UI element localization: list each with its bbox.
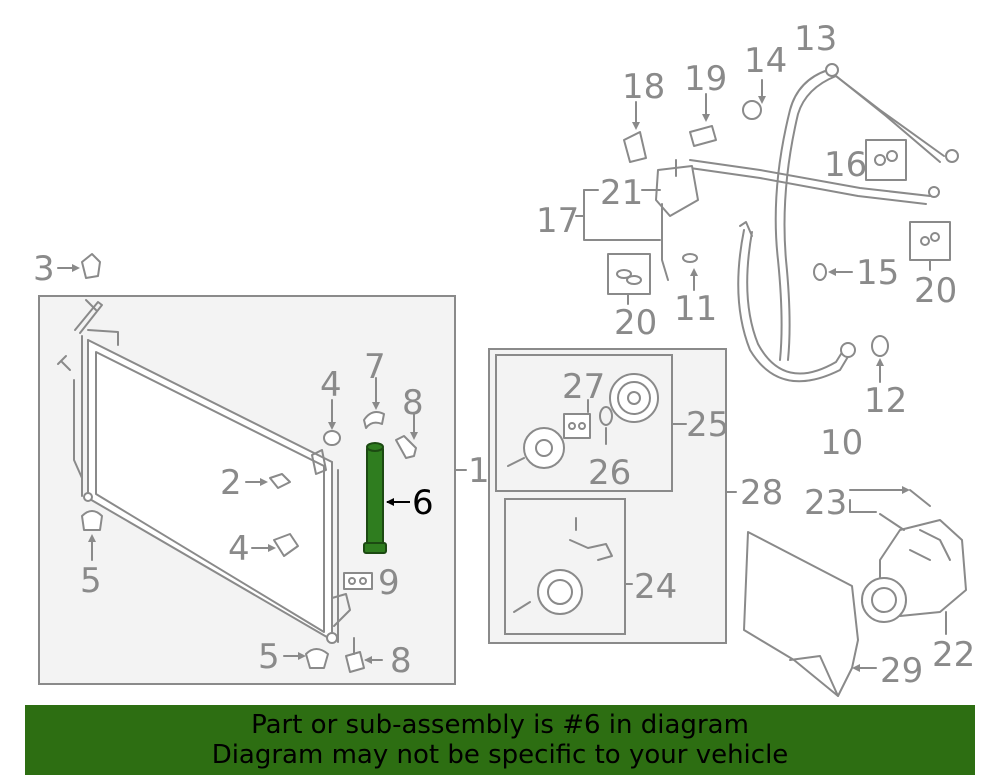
banner-line-1: Part or sub-assembly is #6 in diagram [251,710,749,740]
clip-part-18 [623,101,647,163]
callout-label-5-lower: 5 [258,637,280,677]
callout-label-8-upper: 8 [402,383,424,423]
callout-label-4-lower: 4 [228,529,250,569]
callout-label-23: 23 [804,483,847,523]
hose-assembly [655,63,959,383]
callout-label-9: 9 [378,563,400,603]
notice-banner: Part or sub-assembly is #6 in diagram Di… [25,705,975,775]
heat-shield-part-29 [743,531,877,697]
callout-label-13: 13 [794,19,837,59]
callout-label-1: 1 [468,451,490,491]
banner-line-2: Diagram may not be specific to your vehi… [211,740,789,770]
callout-label-29: 29 [880,651,923,691]
oring-part-11 [682,253,698,291]
snap-ring-26 [599,406,613,426]
callout-label-20-right: 20 [914,271,957,311]
bolt-part-8-upper [395,413,418,459]
valve-part-14 [742,79,766,120]
callout-label-11: 11 [674,289,717,329]
callout-label-21: 21 [600,173,643,213]
callout-label-4-upper: 4 [320,365,342,405]
nut-part-4-upper [323,399,341,446]
callout-label-15: 15 [856,253,899,293]
seal-part-9 [343,572,373,590]
bolt-part-2 [245,473,291,489]
callout-label-12: 12 [864,381,907,421]
bolt-part-8-lower [345,637,383,673]
callout-label-17: 17 [536,201,579,241]
oring-part-15 [813,263,853,281]
callout-label-10: 10 [820,423,863,463]
callout-label-18: 18 [622,67,665,107]
clip-part-19 [689,93,717,147]
oring-kit-20-left [607,253,651,295]
callout-label-19: 19 [684,59,727,99]
callout-label-20-left: 20 [614,303,657,343]
callout-label-16: 16 [824,145,867,185]
nut-part-4-lower [251,533,299,557]
oring-part-12 [871,335,889,383]
mount-part-5-lower [283,648,329,669]
bolts-part-23 [849,486,931,531]
callout-label-26: 26 [588,453,631,493]
callout-label-24: 24 [634,567,677,607]
callout-label-6: 6 [412,483,434,523]
compressor-part-22 [861,519,967,635]
callout-label-8-lower: 8 [390,641,412,681]
callout-6-arrow [386,498,394,506]
coil-part-24 [513,517,613,615]
callout-label-27: 27 [562,367,605,407]
callout-label-7: 7 [364,347,386,387]
clamp-part-7 [363,377,385,429]
callout-label-22: 22 [932,635,975,675]
callout-label-5-upper: 5 [80,561,102,601]
mount-part-5-upper [81,510,103,561]
callout-label-25: 25 [686,405,729,445]
callout-label-2: 2 [220,463,242,503]
callout-label-3: 3 [33,249,55,289]
callout-label-14: 14 [744,41,787,81]
shim-box-27 [563,413,591,439]
pulley-part-25 [609,373,659,423]
cap-part-3 [57,253,101,279]
condenser-core [57,299,351,644]
callout-label-28: 28 [740,473,783,513]
receiver-drier-part-6[interactable] [363,442,387,554]
clutch-plate [507,427,565,469]
